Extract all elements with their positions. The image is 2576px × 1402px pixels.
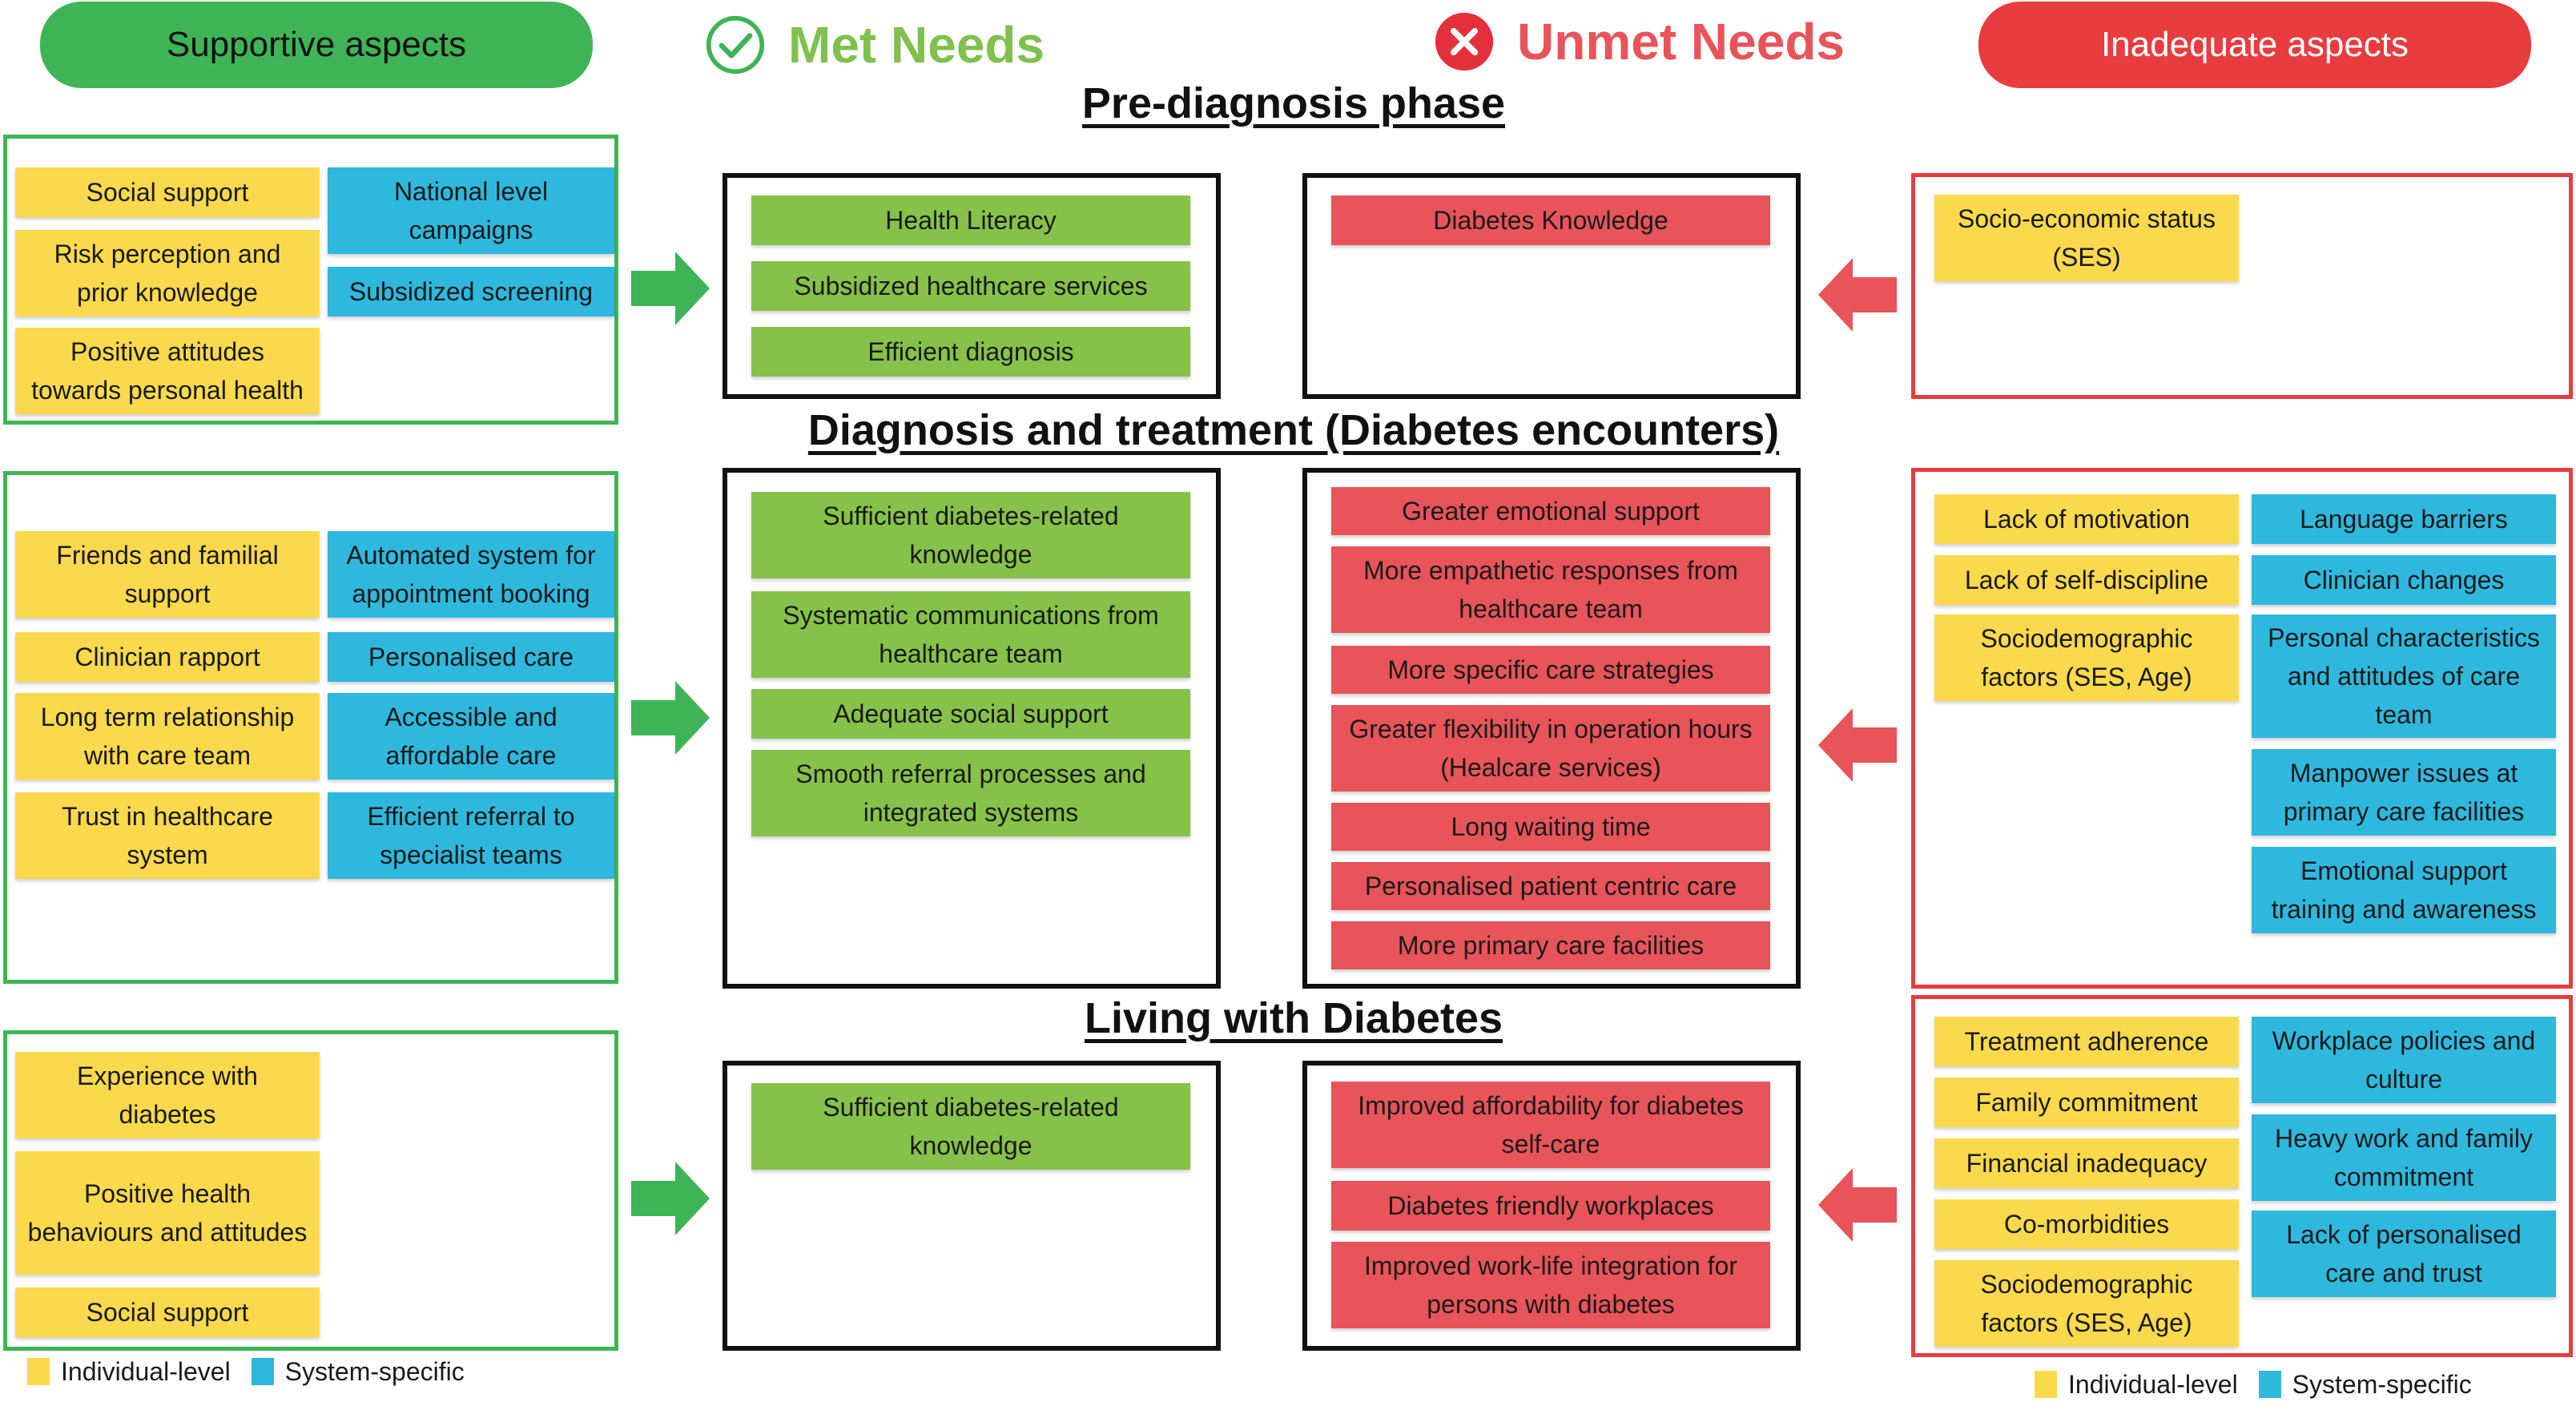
- pre-supportive-system-card: National level campaigns: [328, 167, 614, 254]
- pre-met-need-card: Health Literacy: [751, 195, 1190, 245]
- living-supportive-individual-card: Positive health behaviours and attitudes: [15, 1151, 320, 1275]
- pre-met-needs-panel: Health Literacy Subsidized healthcare se…: [722, 173, 1221, 399]
- living-inadequate-individual-card: Financial inadequacy: [1934, 1138, 2239, 1188]
- pre-inadequate-individual-card: Socio-economic status (SES): [1934, 195, 2239, 281]
- diag-inadequate-system-card: Personal characteristics and attitudes o…: [2252, 614, 2556, 738]
- inadequate-aspects-label: Inadequate aspects: [2100, 25, 2409, 64]
- diag-inadequate-individual-card: Lack of self-discipline: [1934, 555, 2239, 605]
- legend-individual-label: Individual-level: [2068, 1369, 2238, 1399]
- diag-met-need-card: Adequate social support: [751, 689, 1190, 739]
- diag-supportive-individual-card: Clinician rapport: [15, 632, 320, 682]
- legend-individual-swatch: [2035, 1371, 2057, 1398]
- inadequate-aspects-header: Inadequate aspects: [1978, 2, 2531, 88]
- diag-unmet-need-card: Greater emotional support: [1331, 487, 1770, 535]
- living-supportive-panel: Experience with diabetes Positive health…: [3, 1030, 618, 1351]
- legend-individual-label: Individual-level: [61, 1356, 231, 1386]
- diag-unmet-need-card: Greater flexibility in operation hours (…: [1331, 705, 1770, 792]
- living-unmet-needs-panel: Improved affordability for diabetes self…: [1302, 1061, 1801, 1351]
- diag-inadequate-system-card: Language barriers: [2252, 494, 2556, 544]
- legend-system-swatch: [251, 1358, 274, 1385]
- diag-inadequate-system-card: Emotional support training and awareness: [2252, 847, 2556, 933]
- phase-title-diagnosis: Diagnosis and treatment (Diabetes encoun…: [807, 406, 1780, 454]
- pre-supportive-system-card: Subsidized screening: [328, 267, 614, 316]
- pre-unmet-needs-panel: Diabetes Knowledge: [1302, 173, 1801, 399]
- diag-inadequate-individual-card: Sociodemographic factors (SES, Age): [1934, 614, 2239, 701]
- living-met-needs-panel: Sufficient diabetes-related knowledge: [722, 1061, 1221, 1351]
- diag-supportive-panel: Friends and familial support Clinician r…: [3, 471, 618, 984]
- living-inadequate-panel: Treatment adherence Family commitment Fi…: [1911, 995, 2573, 1357]
- diag-supportive-system-card: Personalised care: [328, 632, 614, 682]
- legend-individual-swatch: [27, 1358, 50, 1385]
- pre-met-need-card: Efficient diagnosis: [751, 327, 1190, 377]
- diag-supportive-individual-card: Friends and familial support: [15, 531, 320, 618]
- legend-system-swatch: [2258, 1371, 2281, 1398]
- pre-met-need-card: Subsidized healthcare services: [751, 261, 1190, 311]
- diag-met-need-card: Sufficient diabetes-related knowledge: [751, 492, 1190, 578]
- diag-inadequate-system-card: Manpower issues at primary care faciliti…: [2252, 749, 2556, 836]
- living-inadequate-individual-card: Co-morbidities: [1934, 1199, 2239, 1249]
- legend-system-label: System-specific: [2292, 1369, 2472, 1399]
- diag-unmet-need-card: Long waiting time: [1331, 803, 1770, 851]
- living-inadequate-system-card: Workplace policies and culture: [2252, 1017, 2556, 1103]
- living-inadequate-individual-card: Sociodemographic factors (SES, Age): [1934, 1260, 2239, 1347]
- diag-unmet-need-card: Personalised patient centric care: [1331, 862, 1770, 910]
- diag-inadequate-system-card: Clinician changes: [2252, 555, 2556, 605]
- living-supportive-individual-card: Experience with diabetes: [15, 1052, 320, 1138]
- arrow-right-icon: [631, 678, 711, 758]
- arrow-right-icon: [631, 1158, 711, 1239]
- diag-supportive-system-card: Accessible and affordable care: [328, 693, 614, 780]
- diag-inadequate-panel: Lack of motivation Lack of self-discipli…: [1911, 468, 2573, 989]
- arrow-left-icon: [1817, 1165, 1897, 1245]
- pre-supportive-individual-card: Social support: [15, 167, 320, 217]
- supportive-aspects-label: Supportive aspects: [166, 25, 467, 64]
- living-unmet-need-card: Diabetes friendly workplaces: [1331, 1181, 1770, 1231]
- living-unmet-need-card: Improved affordability for diabetes self…: [1331, 1082, 1770, 1168]
- arrow-left-icon: [1817, 705, 1897, 785]
- diag-unmet-needs-panel: Greater emotional support More empatheti…: [1302, 468, 1801, 989]
- x-circle-icon: [1435, 12, 1494, 71]
- pre-supportive-panel: Social support Risk perception and prior…: [3, 135, 618, 425]
- pre-inadequate-panel: Socio-economic status (SES): [1911, 173, 2573, 399]
- living-inadequate-system-card: Heavy work and family commitment: [2252, 1114, 2556, 1201]
- legend-left: Individual-level System-specific: [27, 1354, 465, 1389]
- diag-met-need-card: Systematic communications from healthcar…: [751, 591, 1190, 678]
- diag-unmet-need-card: More primary care facilities: [1331, 921, 1770, 969]
- living-inadequate-individual-card: Treatment adherence: [1934, 1017, 2239, 1066]
- phase-title-pre-diagnosis: Pre-diagnosis phase: [1081, 79, 1506, 127]
- pre-supportive-individual-card: Risk perception and prior knowledge: [15, 230, 320, 316]
- diag-inadequate-individual-card: Lack of motivation: [1934, 494, 2239, 544]
- arrow-right-icon: [631, 248, 711, 328]
- living-met-need-card: Sufficient diabetes-related knowledge: [751, 1083, 1190, 1170]
- check-circle-icon: [706, 15, 765, 75]
- diag-supportive-individual-card: Trust in healthcare system: [15, 792, 320, 879]
- diag-unmet-need-card: More specific care strategies: [1331, 646, 1770, 694]
- living-unmet-need-card: Improved work-life integration for perso…: [1331, 1242, 1770, 1328]
- met-needs-header: Met Needs: [705, 5, 1044, 85]
- living-inadequate-individual-card: Family commitment: [1934, 1078, 2239, 1127]
- arrow-left-icon: [1817, 255, 1897, 335]
- diag-supportive-system-card: Efficient referral to specialist teams: [328, 792, 614, 879]
- diag-supportive-system-card: Automated system for appointment booking: [328, 531, 614, 618]
- pre-unmet-need-card: Diabetes Knowledge: [1331, 195, 1770, 245]
- legend-right: Individual-level System-specific: [2035, 1367, 2472, 1402]
- living-supportive-individual-card: Social support: [15, 1287, 320, 1337]
- phase-title-living: Living with Diabetes: [1084, 994, 1503, 1042]
- met-needs-label: Met Needs: [788, 16, 1045, 74]
- unmet-needs-header: Unmet Needs: [1434, 2, 1845, 82]
- diag-met-need-card: Smooth referral processes and integrated…: [751, 750, 1190, 836]
- unmet-needs-label: Unmet Needs: [1517, 13, 1845, 71]
- diag-met-needs-panel: Sufficient diabetes-related knowledge Sy…: [722, 468, 1221, 989]
- diag-supportive-individual-card: Long term relationship with care team: [15, 693, 320, 780]
- diag-unmet-need-card: More empathetic responses from healthcar…: [1331, 546, 1770, 633]
- living-inadequate-system-card: Lack of personalised care and trust: [2252, 1211, 2556, 1297]
- legend-system-label: System-specific: [284, 1356, 465, 1386]
- supportive-aspects-header: Supportive aspects: [40, 2, 593, 88]
- pre-supportive-individual-card: Positive attitudes towards personal heal…: [15, 328, 320, 414]
